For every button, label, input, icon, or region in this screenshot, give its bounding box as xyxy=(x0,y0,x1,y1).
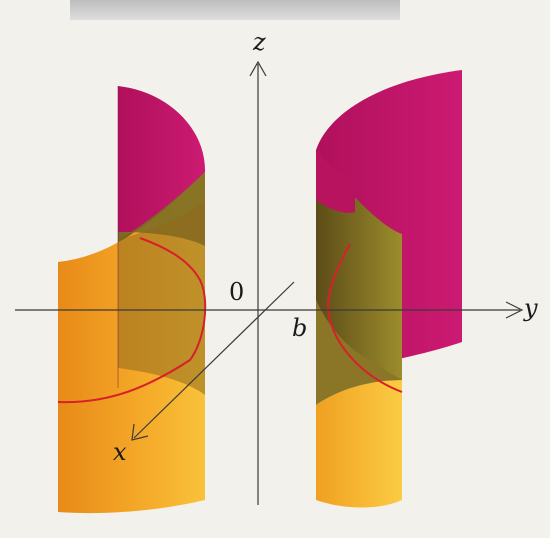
x-arrow xyxy=(131,423,149,441)
z-arrow xyxy=(249,60,267,77)
x-axis xyxy=(133,281,295,439)
left-shadow xyxy=(118,200,205,395)
right-red-curve xyxy=(326,243,403,393)
y-axis-label: y xyxy=(523,294,538,322)
y-arrow xyxy=(505,301,524,319)
axes xyxy=(15,60,524,505)
left-sheet xyxy=(57,86,207,514)
header-band xyxy=(70,0,400,20)
right-magenta-strip xyxy=(316,150,355,213)
left-red-curve xyxy=(57,237,207,404)
right-sheet xyxy=(316,70,462,508)
b-label: b xyxy=(292,314,307,342)
right-orange-face xyxy=(316,380,402,508)
x-axis-label: x xyxy=(113,438,127,466)
origin-label: 0 xyxy=(229,278,244,306)
right-olive-lower xyxy=(316,300,402,405)
z-axis-label: z xyxy=(252,28,266,56)
